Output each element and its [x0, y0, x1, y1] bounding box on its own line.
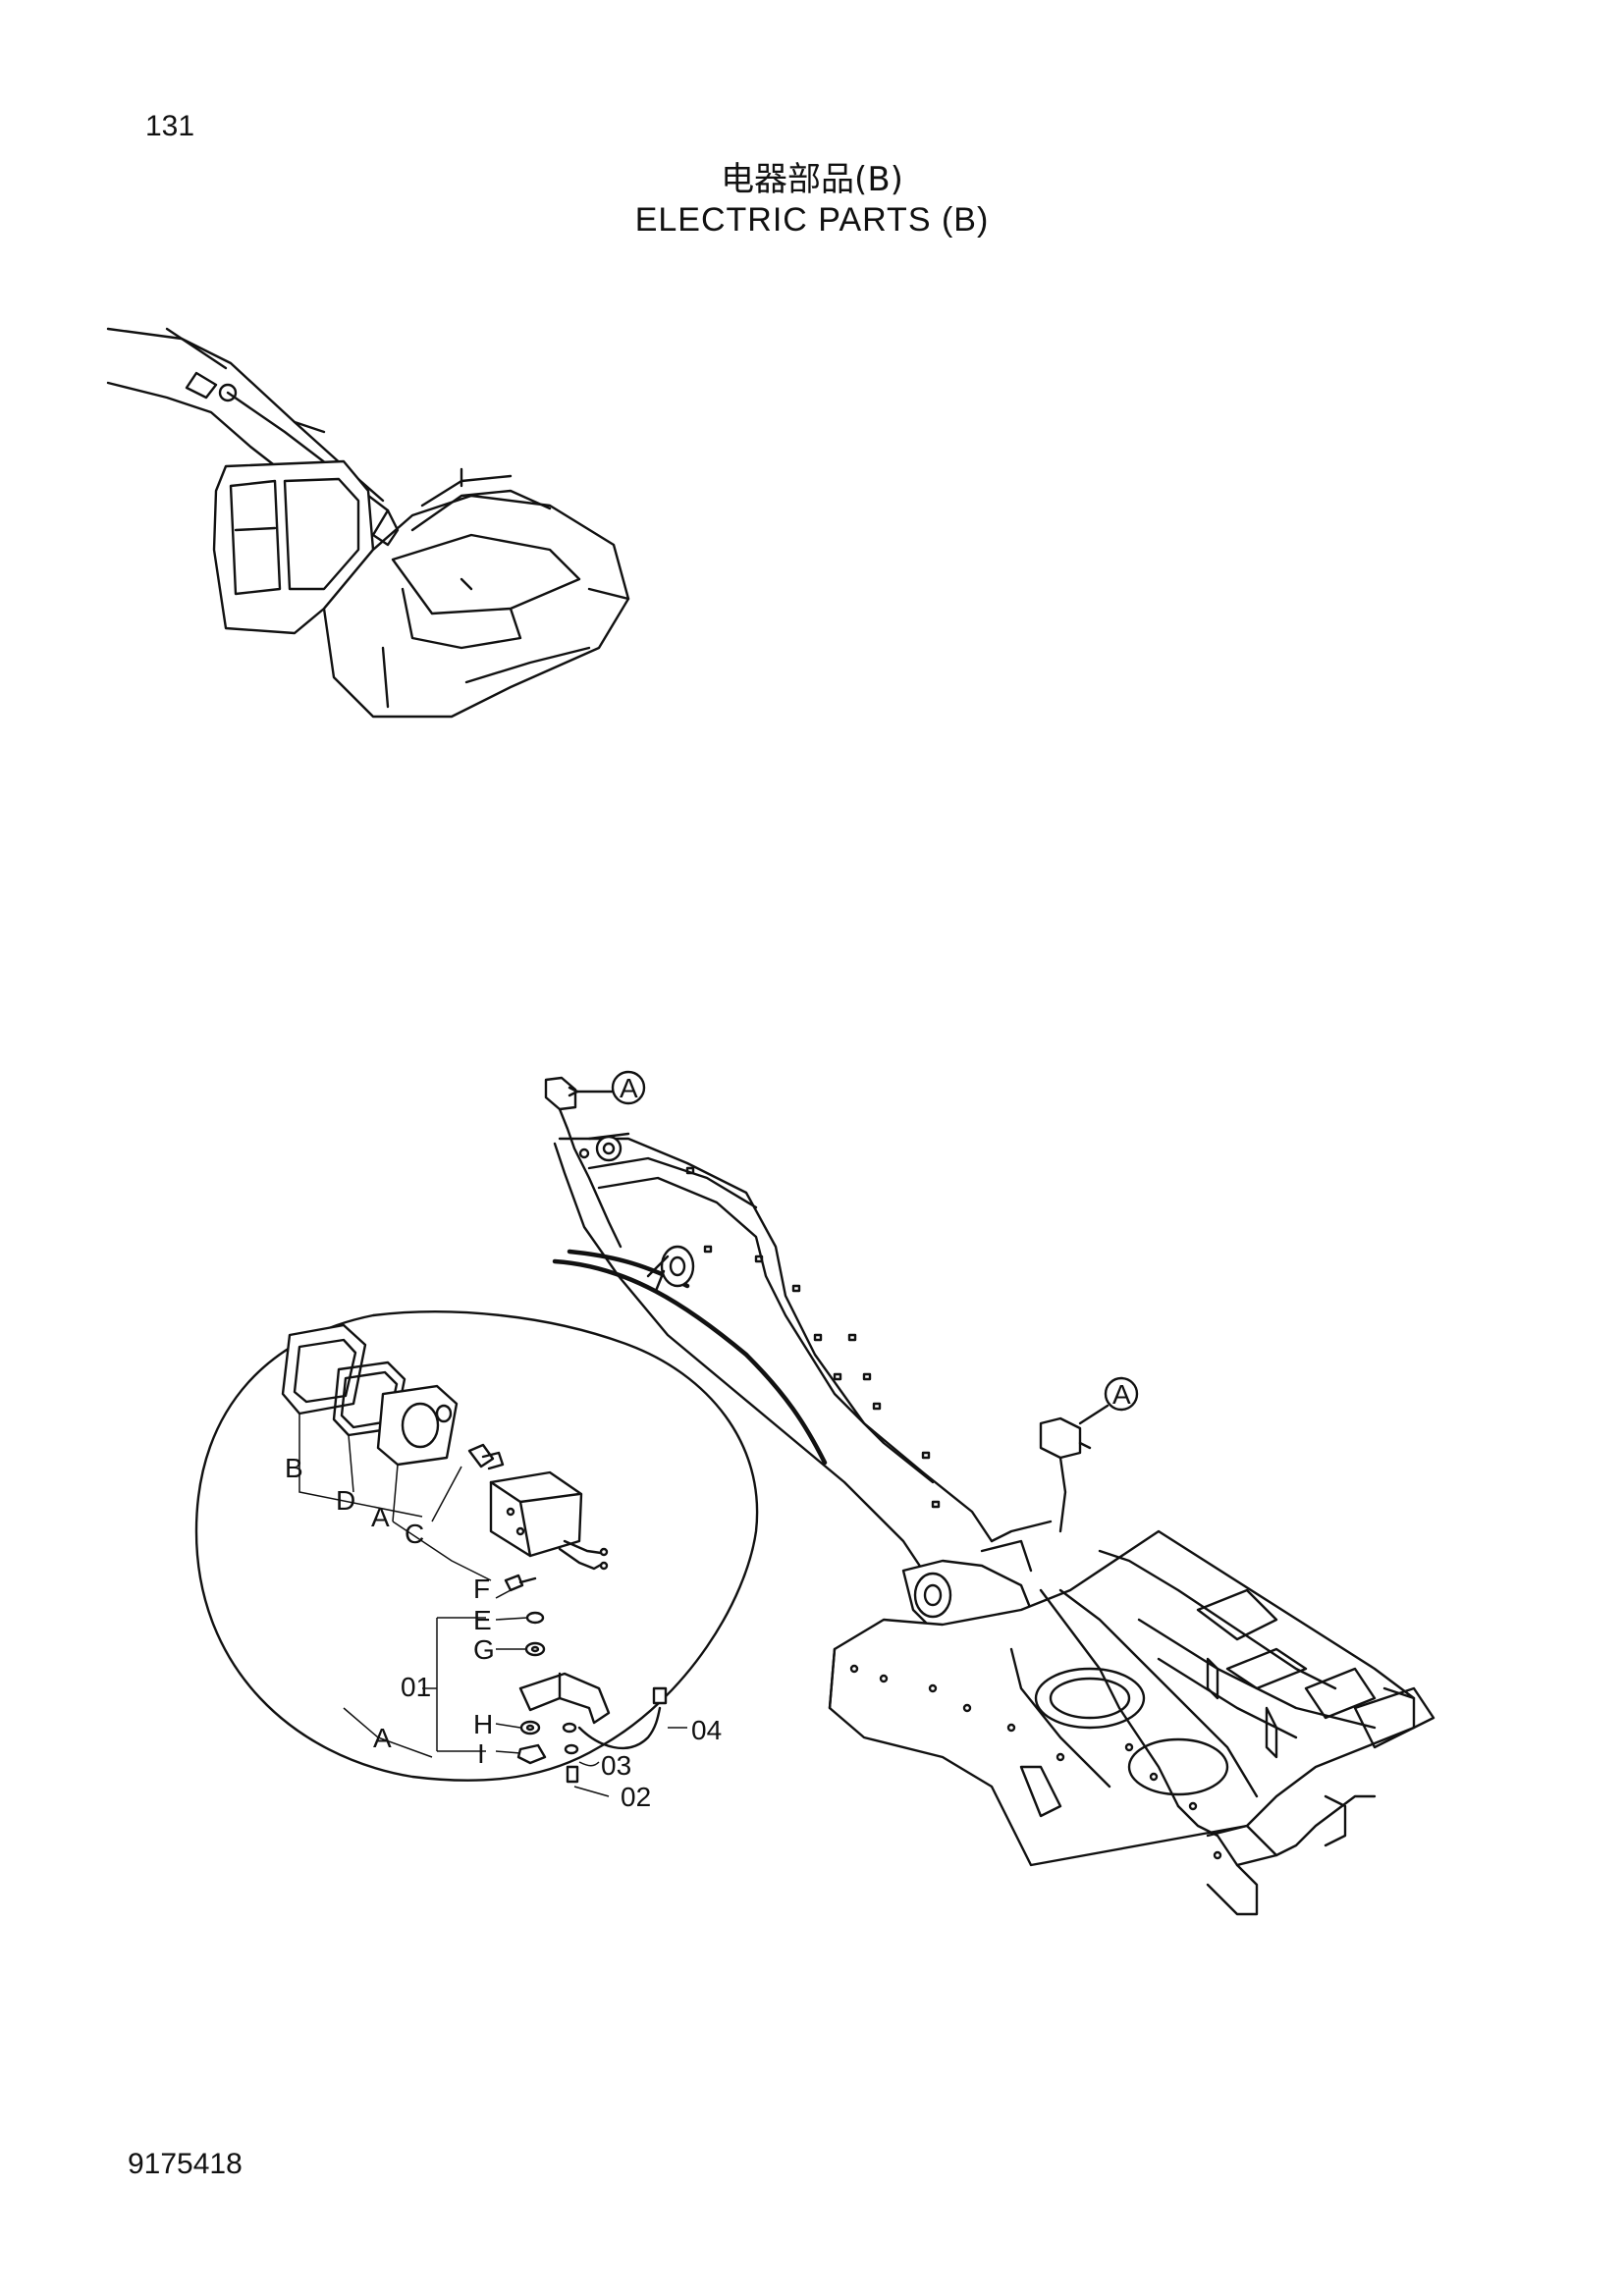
label-b: B [285, 1453, 303, 1483]
detail-a-title: A [373, 1723, 392, 1753]
page-title-chinese: 电器部品(B) [721, 160, 903, 199]
label-h: H [473, 1709, 493, 1739]
part-01: 01 [401, 1672, 431, 1702]
part-04: 04 [691, 1715, 722, 1745]
callout-a-frame: A [1078, 1376, 1139, 1425]
document-number: 9175418 [128, 2148, 243, 2180]
part-02: 02 [621, 1782, 651, 1812]
boom-and-frame-illustration [544, 1076, 1435, 1916]
detail-a-exploded-headlight [194, 1310, 759, 1797]
excavator-overview-illustration [106, 327, 630, 719]
label-g: G [473, 1634, 495, 1665]
label-f: F [473, 1574, 490, 1604]
label-a: A [371, 1502, 390, 1532]
callout-a-boom-top: A [568, 1070, 646, 1105]
page-number: 131 [145, 110, 195, 142]
label-c: C [405, 1519, 424, 1549]
boom-rivet-holes [685, 1166, 941, 1509]
part-03: 03 [601, 1750, 631, 1781]
callout-label: A [1112, 1379, 1131, 1410]
detail-labels: B D A C F E G H I 01 02 03 04 A [285, 1453, 722, 1812]
page-title-english: ELECTRIC PARTS (B) [634, 201, 990, 239]
label-e: E [473, 1605, 492, 1635]
callout-label: A [620, 1073, 638, 1103]
label-d: D [336, 1485, 355, 1516]
label-i: I [477, 1738, 485, 1769]
